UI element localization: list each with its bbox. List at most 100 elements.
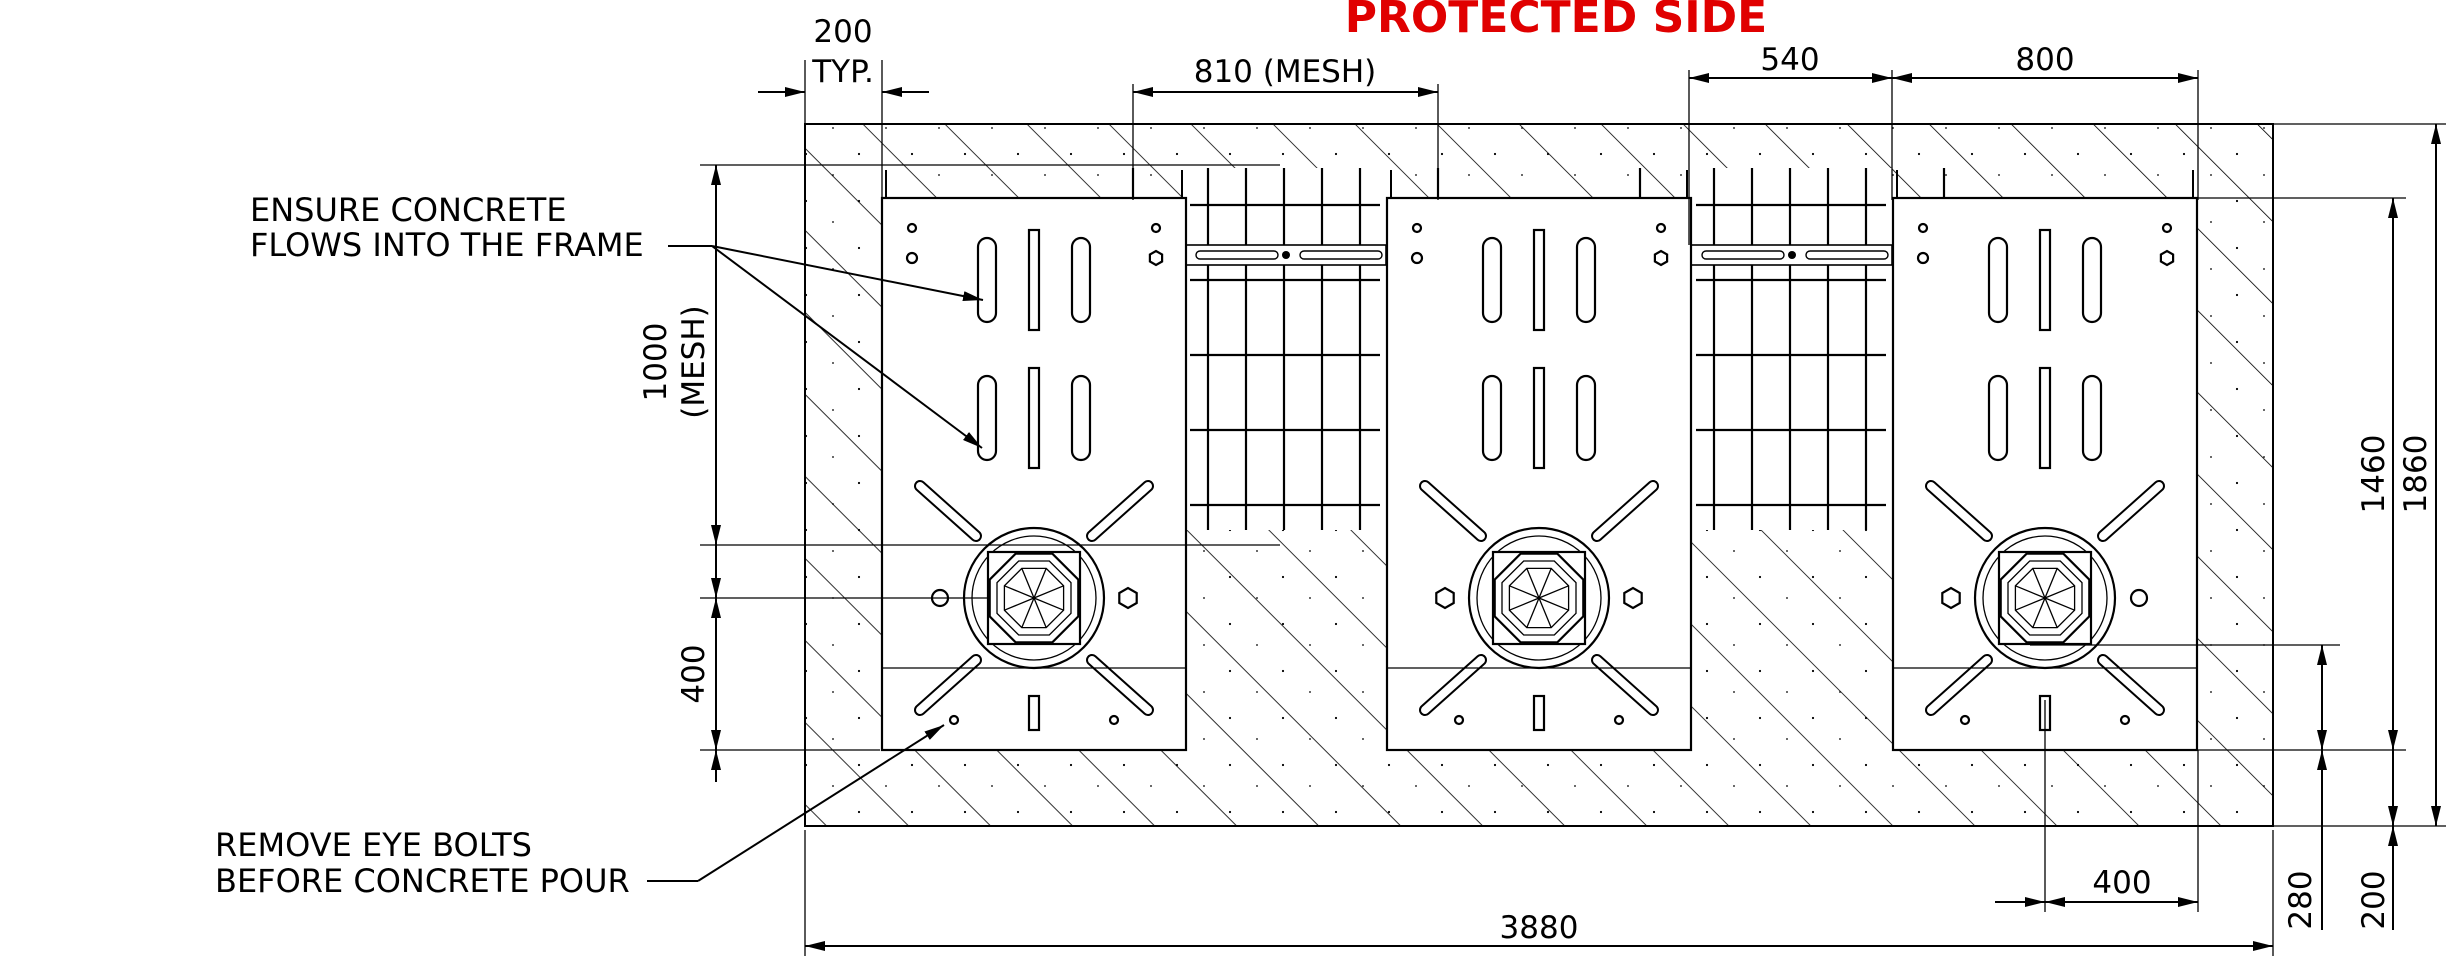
post-rib	[1033, 568, 1047, 599]
slot	[1987, 236, 2009, 324]
dimension-1460-1860: 1460 1860	[2198, 123, 2446, 827]
post-rib	[1033, 585, 1064, 599]
post-octagon-inner	[1501, 560, 1577, 636]
post-rib	[1538, 597, 1569, 611]
dimension-1000-mesh: 1000 (MESH)	[638, 164, 1280, 546]
dim-1000-label: 1000	[638, 323, 674, 402]
bolt-hole	[906, 222, 918, 234]
dimension-400-bottom: 400	[1995, 700, 2199, 912]
post-rib	[2032, 568, 2046, 599]
post-rib	[2015, 585, 2046, 599]
bolt-hole	[1916, 251, 1930, 265]
post-rib	[1004, 585, 1035, 599]
dim-800-label: 800	[2015, 42, 2074, 78]
post-octagon-inner	[2007, 560, 2083, 636]
slot	[1575, 374, 1597, 462]
bolt-hole	[1410, 251, 1424, 265]
bolt-hole	[1453, 714, 1465, 726]
diagonal-slot-fill	[2099, 482, 2163, 540]
post-rib	[1033, 597, 1047, 628]
slot	[1481, 236, 1503, 324]
post-rib	[1004, 597, 1035, 611]
post-rib	[1538, 597, 1552, 628]
hex-nut	[1435, 586, 1455, 610]
note-eyebolts-line1: REMOVE EYE BOLTS	[215, 826, 532, 864]
dim-1860-label: 1860	[2398, 435, 2434, 514]
dim-400-bottom-label: 400	[2092, 865, 2151, 901]
dimension-810-mesh: 810 (MESH)	[1132, 54, 1439, 200]
bolt-hole	[2161, 222, 2173, 234]
slot-bar	[2038, 228, 2052, 332]
post-rib	[1526, 568, 1540, 599]
dimension-3880: 3880	[804, 830, 2274, 956]
dimension-400-left: 400	[676, 545, 990, 782]
dim-540-label: 540	[1760, 42, 1819, 78]
reinforcing-mesh-left	[1131, 168, 1440, 530]
dimension-540-800: 540 800	[1688, 42, 2199, 245]
bolt-hole	[1959, 714, 1971, 726]
slot-bar	[1532, 366, 1546, 470]
bolt-hole	[2129, 588, 2149, 608]
dim-280-label: 280	[2283, 870, 2319, 929]
post-rib	[2032, 597, 2046, 628]
dim-200-label: 200	[813, 14, 872, 50]
slot	[1481, 374, 1503, 462]
slot	[1987, 374, 2009, 462]
bolt-hole	[1655, 222, 1667, 234]
slot-bar	[1027, 694, 1041, 732]
dim-200-right-label: 200	[2356, 870, 2392, 929]
post-rib	[2044, 597, 2075, 611]
bolt-hole	[948, 714, 960, 726]
diagonal-slot-fill	[916, 482, 980, 540]
hex-nut	[1118, 586, 1138, 610]
post-octagon-inner	[996, 560, 1072, 636]
post-rib	[1033, 597, 1064, 611]
post-rib	[1526, 597, 1540, 628]
slot-bar	[1027, 366, 1041, 470]
slot-bar	[1532, 228, 1546, 332]
post-socket-ring	[1982, 535, 2108, 661]
diagonal-slot-fill	[1421, 482, 1485, 540]
slot	[2081, 374, 2103, 462]
hex-nut	[1623, 586, 1643, 610]
diagonal-slot-fill	[1088, 482, 1152, 540]
base-plate-left	[880, 170, 1188, 752]
protected-side-title: PROTECTED SIDE	[1345, 0, 1767, 43]
dimension-200-typ: 200 TYP.	[758, 14, 929, 200]
slot	[976, 374, 998, 462]
post-rib	[1021, 568, 1035, 599]
note-eyebolts-line2: BEFORE CONCRETE POUR	[215, 862, 630, 900]
post-rib	[1538, 568, 1552, 599]
post-rib	[2044, 585, 2075, 599]
post-rib	[2015, 597, 2046, 611]
base-plate-middle	[1385, 170, 1693, 752]
dimension-280-200: 280 200	[2030, 644, 2398, 930]
note-concrete-line1: ENSURE CONCRETE	[250, 191, 567, 229]
bolt-hole	[1613, 714, 1625, 726]
slot-bar	[1532, 694, 1546, 732]
bolt-hole	[1917, 222, 1929, 234]
slot	[1070, 374, 1092, 462]
bolt-hole	[1150, 222, 1162, 234]
dim-810-label: 810 (MESH)	[1194, 54, 1377, 90]
slot-bar	[2038, 366, 2052, 470]
diagonal-slot-fill	[1593, 482, 1657, 540]
bolt-hole	[1411, 222, 1423, 234]
base-plate-right	[1891, 170, 2199, 752]
hex-nut	[1148, 249, 1164, 267]
slot	[1070, 236, 1092, 324]
note-concrete-line2: FLOWS INTO THE FRAME	[250, 226, 644, 264]
dim-typ-label: TYP.	[811, 54, 874, 90]
post-socket-ring	[1476, 535, 1602, 661]
post-rib	[1021, 597, 1035, 628]
slot	[976, 236, 998, 324]
bolt-hole	[905, 251, 919, 265]
slot	[1575, 236, 1597, 324]
note-ensure-concrete: ENSURE CONCRETE FLOWS INTO THE FRAME	[250, 191, 984, 449]
reinforcing-mesh-right	[1638, 168, 1946, 530]
post-rib	[1509, 597, 1540, 611]
post-rib	[1538, 585, 1569, 599]
bolt-hole	[2119, 714, 2131, 726]
hex-nut	[1941, 586, 1961, 610]
dim-1460-label: 1460	[2356, 435, 2392, 514]
